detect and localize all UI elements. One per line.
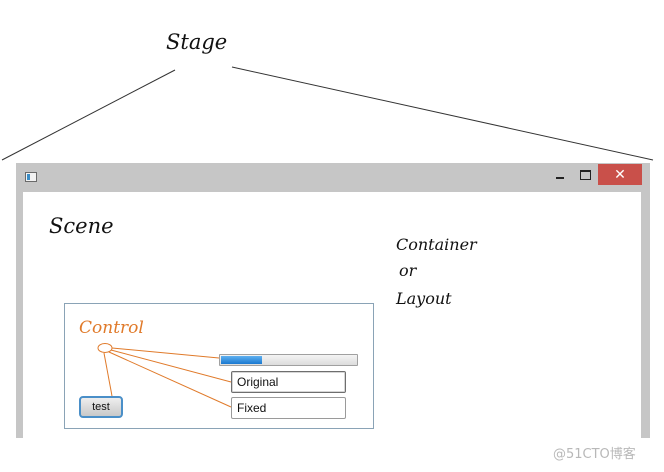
layout-label: Layout (396, 289, 452, 308)
window-titlebar[interactable]: ✕ (16, 163, 650, 192)
control-label: Control (79, 318, 144, 338)
stage-line-left (1, 69, 176, 161)
progress-bar (219, 354, 358, 366)
close-button[interactable]: ✕ (598, 164, 642, 185)
watermark: @51CTO博客 (553, 447, 636, 462)
or-label: or (399, 261, 417, 280)
app-icon (25, 172, 37, 182)
fixed-text-field[interactable]: Fixed (231, 397, 346, 419)
container-label: Container (396, 235, 477, 254)
scene-label: Scene (49, 214, 114, 238)
maximize-button[interactable] (572, 164, 599, 185)
stage-label: Stage (166, 30, 228, 54)
test-button[interactable]: test (79, 396, 123, 418)
minimize-icon (555, 176, 564, 179)
close-icon: ✕ (614, 166, 626, 183)
stage-line-right (231, 66, 654, 161)
maximize-icon (580, 169, 591, 180)
progress-fill (221, 356, 262, 364)
original-text-field[interactable]: Original (231, 371, 346, 393)
minimize-button[interactable] (546, 164, 573, 185)
